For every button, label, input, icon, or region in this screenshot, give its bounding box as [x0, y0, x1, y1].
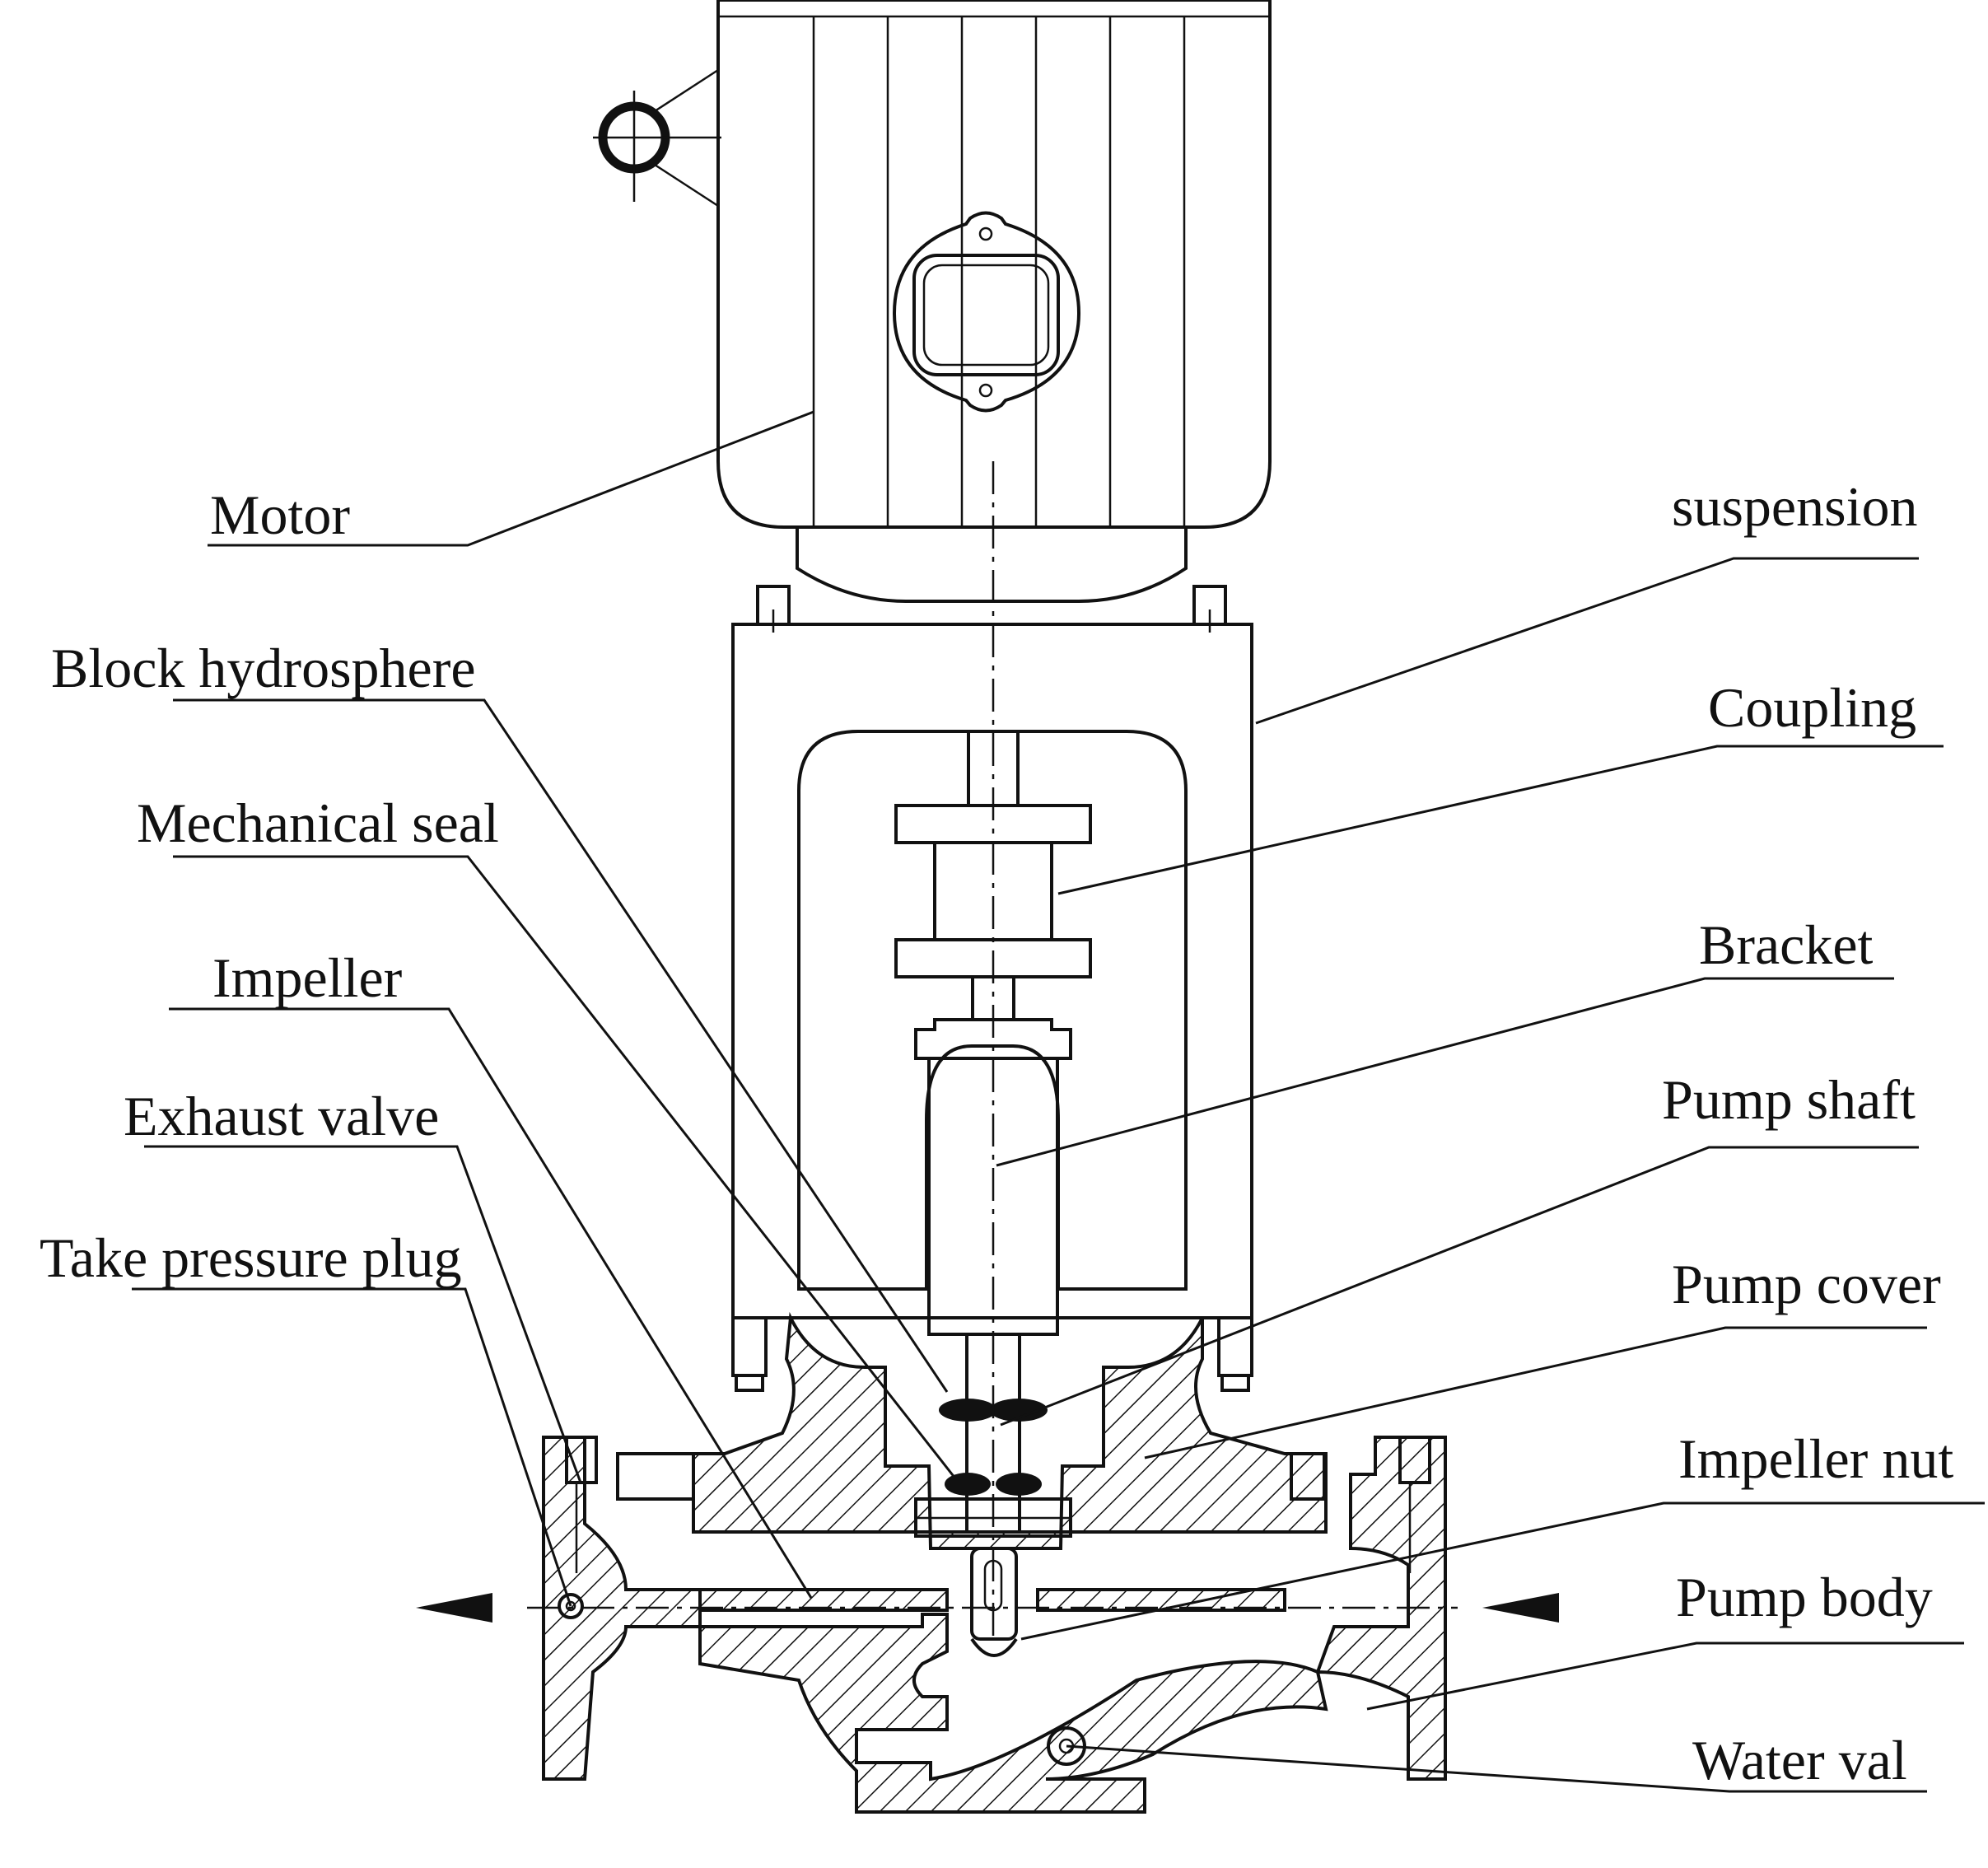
label-mechanical-seal: Mechanical seal [137, 792, 499, 854]
label-coupling: Coupling [1708, 676, 1916, 739]
pump-cover [616, 1311, 1328, 1550]
label-impeller: Impeller [212, 946, 403, 1009]
label-exhaust-valve: Exhaust valve [124, 1085, 439, 1147]
label-impeller-nut: Impeller nut [1678, 1427, 1953, 1490]
pump-body [542, 1436, 1447, 1814]
label-take-pressure-plug: Take pressure plug [40, 1226, 462, 1289]
outlet-arrow-icon [416, 1593, 492, 1623]
motor [716, 0, 1272, 603]
label-pump-cover: Pump cover [1672, 1253, 1941, 1315]
label-suspension: suspension [1672, 475, 1917, 538]
label-block-hydrosphere: Block hydrosphere [51, 637, 476, 699]
label-motor: Motor [210, 483, 350, 546]
label-pump-shaft: Pump shaft [1662, 1068, 1916, 1131]
inlet-arrow-icon [1482, 1593, 1559, 1623]
lifting-ring-icon [593, 68, 721, 208]
labels: Motor suspension Block hydrosphere Coupl… [40, 475, 1953, 1791]
leader-lines [132, 410, 1985, 1793]
label-water-val: Water val [1692, 1729, 1907, 1791]
label-pump-body: Pump body [1676, 1566, 1933, 1628]
label-bracket: Bracket [1699, 913, 1874, 976]
